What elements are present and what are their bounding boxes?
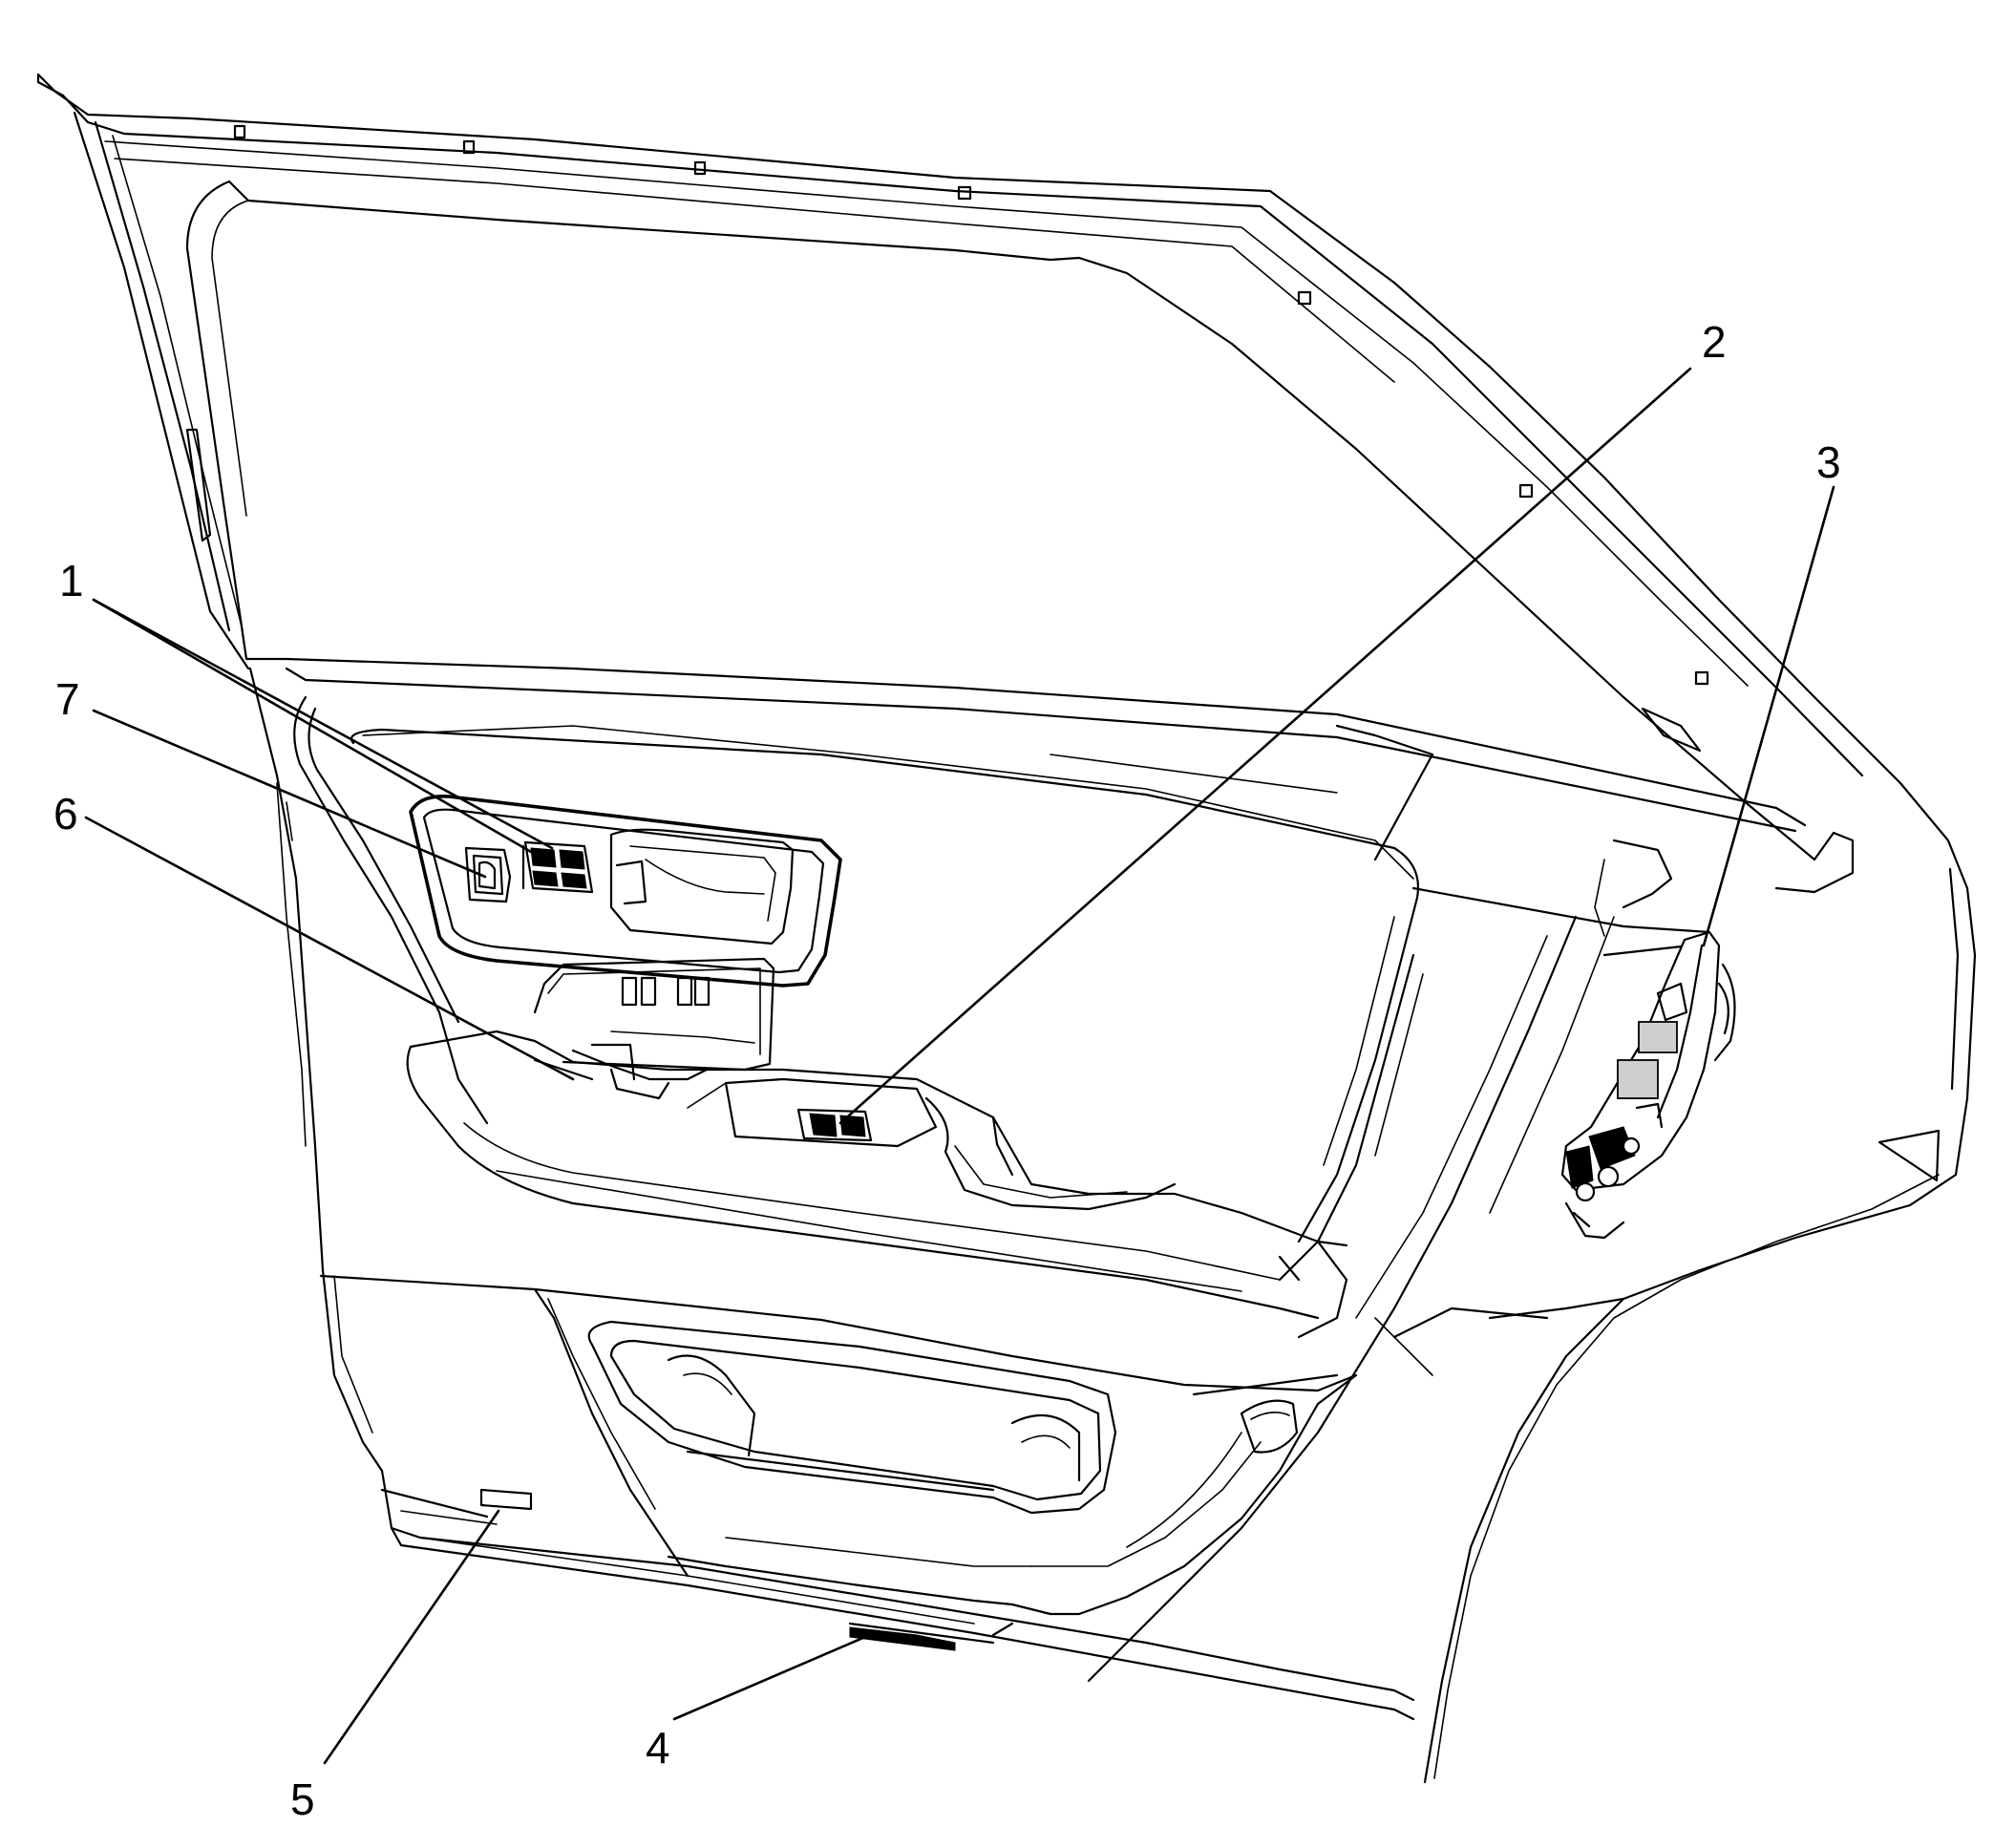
window-switch-2 — [796, 1108, 873, 1142]
callout-7: 7 — [55, 674, 80, 724]
leader-7 — [92, 709, 487, 879]
leader-2 — [838, 367, 1692, 1125]
lower-map-pocket — [319, 1274, 1358, 1651]
window-opening — [185, 124, 1855, 894]
callout-labels: 1 7 6 2 3 4 5 — [53, 317, 1841, 1824]
leader-6 — [84, 816, 575, 1081]
callout-1: 1 — [59, 556, 84, 605]
leader-4 — [672, 1629, 880, 1721]
inside-handle-bezel — [409, 795, 842, 988]
door-latch-assembly — [1560, 930, 1736, 1240]
inner-panel-detail — [1050, 724, 1625, 1376]
door-frame — [36, 73, 1977, 1784]
leader-1b — [92, 598, 554, 850]
upper-armrest — [406, 1030, 1348, 1339]
callout-4: 4 — [646, 1723, 670, 1773]
callout-3: 3 — [1816, 437, 1841, 487]
leader-lines — [84, 367, 1835, 1765]
callout-6: 6 — [53, 789, 78, 839]
trim-panel — [248, 667, 1711, 1721]
leader-1 — [92, 598, 546, 861]
callout-5: 5 — [290, 1774, 315, 1824]
callout-2: 2 — [1702, 317, 1727, 367]
pull-cup-recess — [533, 957, 775, 1100]
leader-3 — [1702, 485, 1835, 947]
leader-5 — [323, 1509, 500, 1765]
